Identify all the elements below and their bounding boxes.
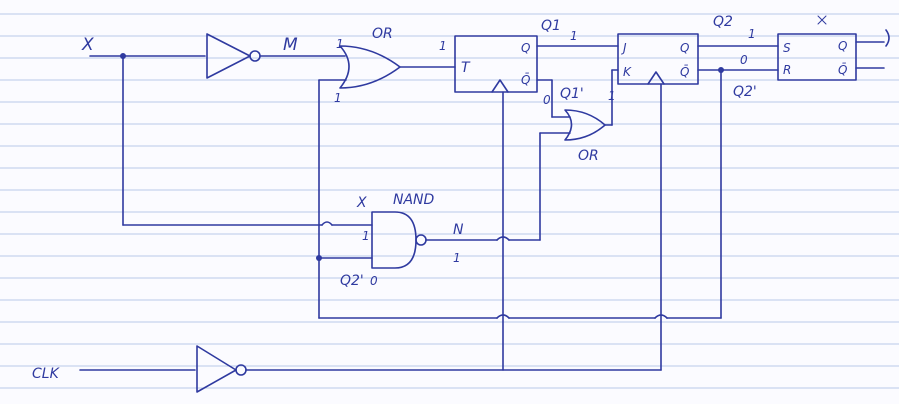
t-qbar-pin: Q̄: [521, 73, 530, 87]
sr-flipflop: [777, 15, 857, 81]
jk-j-pin: J: [621, 41, 627, 55]
m-signal-label: M: [283, 35, 298, 55]
value-or-top-out: 1: [439, 39, 447, 53]
value-or-mid-out: 1: [608, 89, 616, 103]
q2-bar-label: Q2': [733, 84, 757, 100]
or-top-lower-input-wire: [318, 79, 347, 319]
t-q-pin: Q: [521, 41, 530, 55]
value-q2-bar-nand: 0: [370, 274, 378, 288]
jk-k-pin: K: [623, 65, 632, 79]
sr-q-pin: Q: [838, 39, 847, 53]
clk-bus: [245, 83, 662, 371]
value-q2: 1: [748, 27, 756, 41]
q1-label: Q1: [541, 18, 561, 34]
paper-rules: [0, 13, 899, 389]
n-wire: [425, 236, 541, 241]
value-q1: 1: [570, 29, 578, 43]
sr-output-wires: [855, 29, 890, 69]
x-input-label: X: [81, 35, 94, 55]
or-mid-output-wire: [604, 69, 619, 126]
value-q1-bar: 0: [543, 93, 551, 107]
t-input-pin: T: [461, 60, 471, 76]
value-or-top-in-a: 1: [336, 37, 344, 51]
t-flipflop: [454, 35, 538, 93]
sr-s-pin: S: [783, 41, 791, 55]
q1-bar-label: Q1': [560, 86, 584, 102]
clk-input-label: CLK: [32, 366, 61, 382]
x-inverter: [206, 33, 261, 79]
value-nand-in: 1: [362, 229, 370, 243]
q2-bar-feedback-bus: [318, 314, 722, 319]
sr-r-pin: R: [783, 63, 791, 77]
sr-qbar-pin: Q̄: [838, 63, 847, 77]
value-q2-bar: 0: [740, 53, 748, 67]
q2-bar-nand-label: Q2': [340, 273, 364, 289]
or-gate-mid: [564, 109, 606, 141]
nand-x-label: X: [356, 195, 367, 211]
nand-gate-label: NAND: [393, 192, 435, 208]
or-top-gate-label: OR: [372, 26, 393, 42]
q2-label: Q2: [713, 14, 733, 30]
or-mid-gate-label: OR: [578, 148, 599, 164]
value-nand-out: 1: [453, 251, 461, 265]
nand-q2bar-input-wire: [316, 255, 373, 261]
jk-q-pin: Q: [680, 41, 689, 55]
jk-qbar-pin: Q̄: [680, 65, 689, 79]
value-or-top-in-b: 1: [334, 91, 342, 105]
q1-bar-wire: [536, 79, 571, 118]
q2-bar-wire: [697, 67, 779, 319]
n-signal-label: N: [453, 222, 464, 238]
clk-inverter: [196, 345, 247, 393]
nand-gate: [371, 211, 427, 269]
or-mid-lower-input-wire: [539, 132, 571, 241]
jk-flipflop: [617, 33, 699, 85]
x-input-wire: [89, 53, 323, 226]
or-gate-top: [339, 45, 401, 89]
nand-x-input-wire: [321, 221, 373, 226]
